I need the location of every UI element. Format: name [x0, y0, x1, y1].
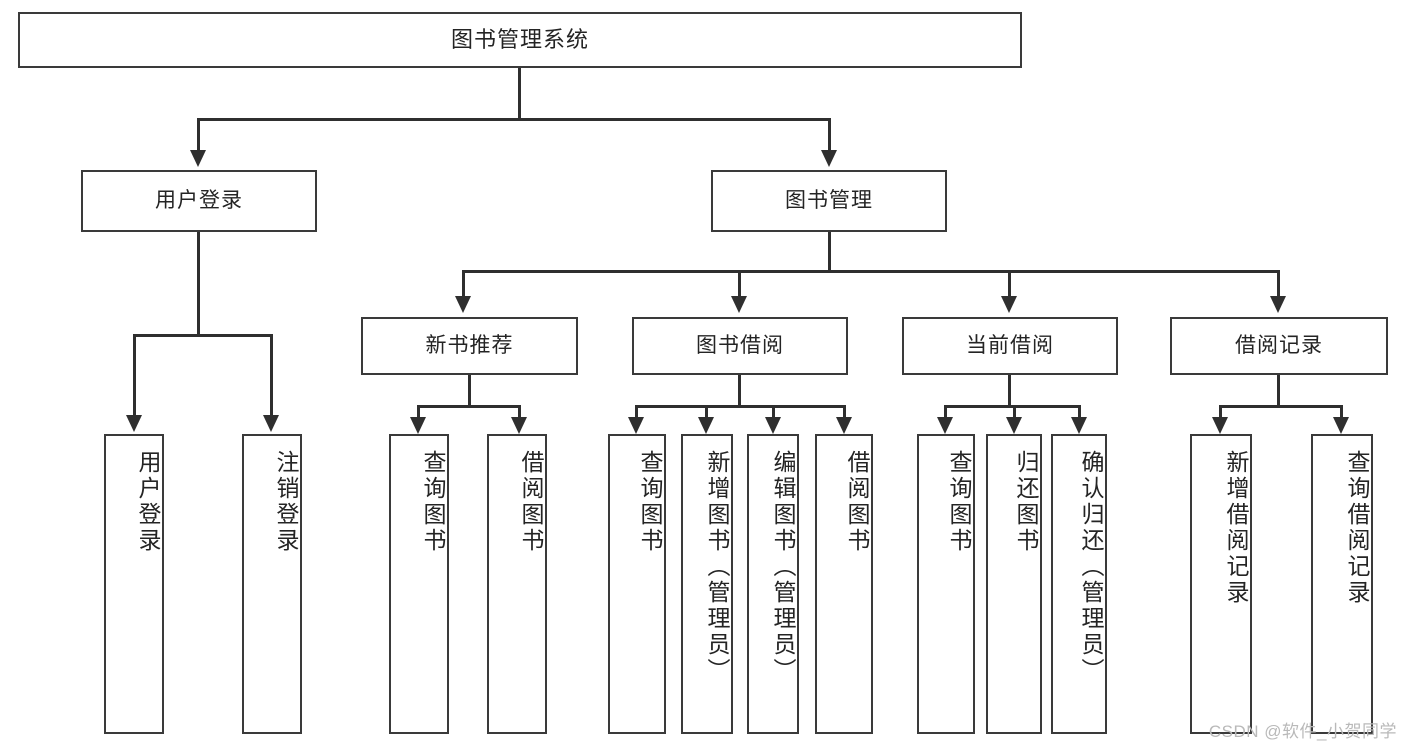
arrowhead-leaf-query-record — [1333, 417, 1349, 434]
node-leaf-return-book: 归还图书 — [986, 434, 1042, 734]
node-leaf-confirm-return: 确认归还（管理员） — [1051, 434, 1107, 734]
connector-cb-leaf-1 — [944, 405, 947, 419]
node-leaf-query-book-2: 查询图书 — [608, 434, 666, 734]
connector-cb-leaf-3 — [1078, 405, 1081, 419]
connector-root-bar — [197, 118, 831, 121]
arrowhead-leaf-add-book — [698, 417, 714, 434]
connector-to-book-borrow — [738, 270, 741, 298]
node-leaf-query-book-1: 查询图书 — [389, 434, 449, 734]
arrowhead-leaf-query-book-3 — [937, 417, 953, 434]
connector-br-leaf-1 — [1219, 405, 1222, 419]
node-leaf-query-record-label: 查询借阅记录 — [1344, 450, 1370, 606]
connector-bb-leaf-1 — [635, 405, 638, 419]
connector-nbr-leaf-2 — [518, 405, 521, 419]
node-leaf-logout: 注销登录 — [242, 434, 302, 734]
node-leaf-add-book-label: 新增图书（管理员） — [704, 450, 730, 684]
node-book-borrow: 图书借阅 — [632, 317, 848, 375]
node-leaf-borrow-book-2: 借阅图书 — [815, 434, 873, 734]
node-leaf-query-record: 查询借阅记录 — [1311, 434, 1373, 734]
node-leaf-user-login: 用户登录 — [104, 434, 164, 734]
connector-user-login-to-leaf-1 — [133, 334, 136, 417]
node-book-manage-label: 图书管理 — [785, 188, 873, 212]
connector-bb-leaf-3 — [772, 405, 775, 419]
connector-nbr-leaf-1 — [417, 405, 420, 419]
node-leaf-borrow-book-1-label: 借阅图书 — [518, 450, 544, 554]
node-borrow-record: 借阅记录 — [1170, 317, 1388, 375]
arrowhead-user-login — [190, 150, 206, 167]
node-borrow-record-label: 借阅记录 — [1235, 333, 1323, 357]
arrowhead-leaf-borrow-book-1 — [511, 417, 527, 434]
node-book-manage: 图书管理 — [711, 170, 947, 232]
arrowhead-current-borrow — [1001, 296, 1017, 313]
arrowhead-new-book-rec — [455, 296, 471, 313]
node-leaf-borrow-book-1: 借阅图书 — [487, 434, 547, 734]
node-user-login: 用户登录 — [81, 170, 317, 232]
node-leaf-confirm-return-label: 确认归还（管理员） — [1078, 450, 1104, 684]
arrowhead-leaf-borrow-book-2 — [836, 417, 852, 434]
connector-root-to-book-manage — [828, 118, 831, 152]
connector-bb-leaf-2 — [705, 405, 708, 419]
node-leaf-query-book-2-label: 查询图书 — [637, 450, 663, 554]
arrowhead-leaf-confirm-return — [1071, 417, 1087, 434]
arrowhead-book-borrow — [731, 296, 747, 313]
connector-cb-leaf-2 — [1013, 405, 1016, 419]
arrowhead-leaf-add-record — [1212, 417, 1228, 434]
arrowhead-leaf-edit-book — [765, 417, 781, 434]
node-user-login-label: 用户登录 — [155, 188, 243, 212]
node-current-borrow-label: 当前借阅 — [966, 333, 1054, 357]
connector-user-login-stem — [197, 232, 200, 336]
connector-new-book-rec-stem — [468, 375, 471, 407]
connector-book-borrow-stem — [738, 375, 741, 407]
connector-user-login-bar — [133, 334, 273, 337]
connector-root-stem — [518, 68, 521, 119]
connector-user-login-to-leaf-2 — [270, 334, 273, 417]
node-leaf-borrow-book-2-label: 借阅图书 — [844, 450, 870, 554]
arrowhead-leaf-query-book-2 — [628, 417, 644, 434]
node-leaf-add-record: 新增借阅记录 — [1190, 434, 1252, 734]
arrowhead-leaf-return-book — [1006, 417, 1022, 434]
connector-book-manage-bar — [462, 270, 1280, 273]
node-root-system-label: 图书管理系统 — [450, 27, 589, 53]
arrowhead-borrow-record — [1270, 296, 1286, 313]
node-leaf-query-book-3-label: 查询图书 — [946, 450, 972, 554]
node-leaf-query-book-3: 查询图书 — [917, 434, 975, 734]
arrowhead-leaf-logout — [263, 415, 279, 432]
node-leaf-user-login-label: 用户登录 — [135, 450, 161, 554]
connector-br-leaf-2 — [1340, 405, 1343, 419]
connector-new-book-rec-bar — [417, 405, 521, 408]
node-leaf-query-book-1-label: 查询图书 — [420, 450, 446, 554]
connector-current-borrow-stem — [1008, 375, 1011, 407]
connector-root-to-user-login — [197, 118, 200, 152]
node-new-book-rec: 新书推荐 — [361, 317, 578, 375]
connector-to-new-book-rec — [462, 270, 465, 298]
connector-book-borrow-bar — [635, 405, 846, 408]
node-leaf-logout-label: 注销登录 — [273, 450, 299, 554]
node-leaf-return-book-label: 归还图书 — [1013, 450, 1039, 554]
arrowhead-leaf-user-login — [126, 415, 142, 432]
node-new-book-rec-label: 新书推荐 — [425, 333, 514, 357]
connector-to-current-borrow — [1008, 270, 1011, 298]
connector-borrow-record-stem — [1277, 375, 1280, 407]
connector-current-borrow-bar — [944, 405, 1081, 408]
connector-book-manage-stem — [828, 232, 831, 272]
connector-borrow-record-bar — [1219, 405, 1343, 408]
node-leaf-add-book: 新增图书（管理员） — [681, 434, 733, 734]
arrowhead-book-manage — [821, 150, 837, 167]
node-leaf-add-record-label: 新增借阅记录 — [1223, 450, 1249, 606]
arrowhead-leaf-query-book-1 — [410, 417, 426, 434]
connector-to-borrow-record — [1277, 270, 1280, 298]
node-leaf-edit-book-label: 编辑图书（管理员） — [770, 450, 796, 684]
node-current-borrow: 当前借阅 — [902, 317, 1118, 375]
node-leaf-edit-book: 编辑图书（管理员） — [747, 434, 799, 734]
node-book-borrow-label: 图书借阅 — [696, 333, 784, 357]
node-root-system: 图书管理系统 — [18, 12, 1022, 68]
connector-bb-leaf-4 — [843, 405, 846, 419]
